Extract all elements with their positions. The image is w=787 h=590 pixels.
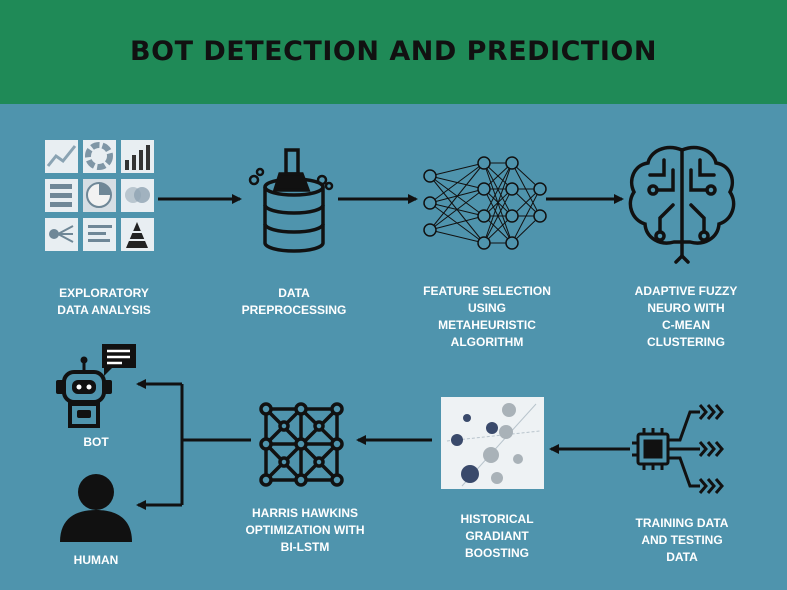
network-mesh-icon [259,402,344,487]
step-label-harris-hawkins: HARRIS HAWKINS OPTIMIZATION WITH BI-LSTM [245,506,365,554]
connector-arrows [136,194,630,510]
step-label-training-testing-data: TRAINING DATA AND TESTING DATA [635,516,729,564]
neural-network-icon [423,156,547,250]
step-label-exploratory-data-analysis: EXPLORATORY DATA ANALYSIS [57,286,151,317]
robot-icon [56,344,136,428]
chip-data-icon [632,404,724,494]
step-label-feature-selection: FEATURE SELECTION USING METAHEURISTIC AL… [423,284,551,349]
nn-connection [429,229,485,244]
nn-connection [511,188,541,244]
step-label-historical-gradiant-boosting: HISTORICAL GRADIANT BOOSTING [460,512,534,560]
header-banner: BOT DETECTION AND PREDICTION [0,0,787,104]
outcome-label-bot: BOT [83,435,109,449]
nn-connection [483,162,513,244]
brain-circuit-icon [628,145,736,264]
step-label-data-preprocessing: DATA PREPROCESSING [241,286,347,317]
analytics-grid-icon [45,140,154,251]
database-cleaning-icon [248,148,334,253]
nn-connection [429,215,485,231]
scatter-plot-icon [441,397,544,489]
nn-connection [429,162,485,177]
step-label-adaptive-fuzzy-neuro: ADAPTIVE FUZZY NEURO WITH C-MEAN CLUSTER… [634,284,738,349]
nn-connection [429,162,485,204]
nn-connection [483,188,513,244]
outcome-label-human: HUMAN [73,553,119,567]
person-icon [60,474,132,542]
nn-connection [483,162,513,217]
nn-connection [429,162,485,231]
nn-connection [429,188,485,231]
diagram-title: BOT DETECTION AND PREDICTION [130,36,657,67]
